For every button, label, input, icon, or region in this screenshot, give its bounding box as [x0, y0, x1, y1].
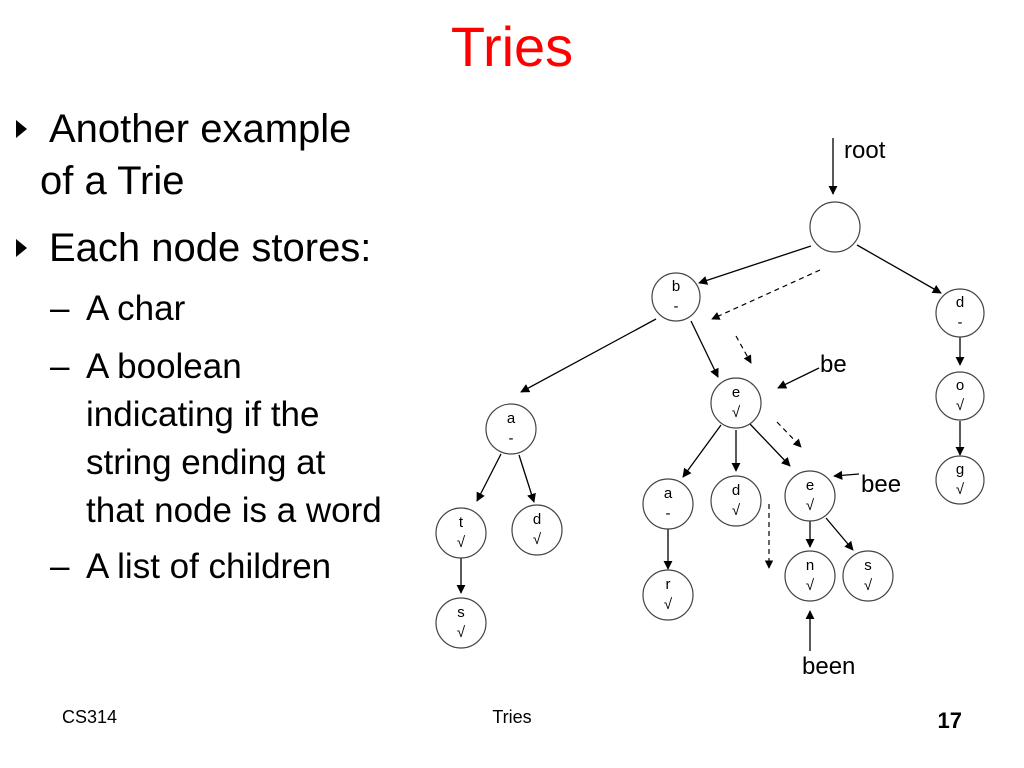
node-char: r [666, 576, 671, 593]
edge-root-d [856, 244, 942, 294]
edge-a-t [476, 453, 502, 502]
dashed-arrow-3 [776, 421, 802, 448]
dashed-arrow-2 [735, 335, 752, 364]
node-mark: √ [864, 577, 873, 594]
bullet-triangle-icon [16, 239, 27, 257]
node-char: d [533, 511, 541, 528]
node-char: s [457, 604, 465, 621]
node-g [935, 455, 985, 505]
node-r [642, 569, 694, 621]
node-mark: √ [732, 404, 741, 421]
node-mark: √ [956, 481, 965, 498]
node-char: d [732, 482, 740, 499]
node-mark: - [674, 298, 679, 315]
node-char: n [806, 557, 814, 574]
node-d-left [511, 504, 563, 556]
label-bee: bee [861, 471, 901, 498]
node-s-left [435, 597, 487, 649]
edge-a-d [518, 454, 536, 503]
node-mark: √ [732, 502, 741, 519]
edge-b-e [690, 320, 719, 378]
trie-node-text: b - d - o √ g √ e √ a - t √ d √ s √ a - … [457, 278, 965, 641]
node-s-right [842, 550, 894, 602]
node-mark: √ [806, 497, 815, 514]
node-char: t [459, 514, 464, 531]
sub-bullet-dash: – [50, 289, 70, 328]
dashed-arrow-1 [711, 269, 821, 320]
trie-diagram: b - d - o √ g √ e √ a - t √ d √ s √ a - … [435, 137, 985, 680]
node-mark: √ [806, 577, 815, 594]
node-mark: √ [457, 624, 466, 641]
footer-course: CS314 [62, 707, 118, 727]
node-e-mid [784, 470, 836, 522]
node-mark: √ [664, 596, 673, 613]
edge-e-e [749, 423, 791, 467]
node-e [710, 377, 762, 429]
node-char: d [956, 294, 964, 311]
node-mark: √ [533, 531, 542, 548]
node-a-left [485, 403, 537, 455]
sub-bullet-dash: – [50, 547, 70, 586]
node-char: b [672, 278, 680, 295]
sub-bullet-text: A char [86, 289, 186, 328]
node-b [651, 272, 701, 322]
node-char: e [806, 477, 814, 494]
node-a-mid [642, 478, 694, 530]
edge-e-a [682, 424, 722, 478]
sub-bullet-text: A list of children [86, 547, 332, 586]
edge-root-b [698, 245, 812, 285]
node-n [784, 550, 836, 602]
sub-bullet-text: A boolean [86, 347, 242, 386]
node-char: a [664, 485, 673, 502]
footer-topic: Tries [492, 707, 532, 727]
sub-bullet-text: string ending at [86, 443, 326, 482]
footer-page-number: 17 [937, 708, 962, 733]
node-mark: - [958, 314, 963, 331]
node-t [435, 507, 487, 559]
node-char: a [507, 410, 516, 427]
node-mark: √ [956, 397, 965, 414]
edge-e-s [825, 517, 854, 551]
node-char: g [956, 461, 964, 478]
arrow-bee [833, 470, 860, 480]
bullet-text-continued: of a Trie [40, 159, 185, 203]
node-char: e [732, 384, 740, 401]
node-mark: √ [457, 534, 466, 551]
slide-title: Tries [450, 15, 574, 78]
bullet-list: Another example of a Trie Each node stor… [0, 0, 440, 620]
arrow-be [777, 367, 820, 389]
edge-b-a [520, 318, 657, 393]
trie-dashed-arrows [711, 269, 821, 569]
node-d [935, 288, 985, 338]
node-o [935, 371, 985, 421]
label-root: root [844, 137, 886, 164]
trie-edges [456, 138, 965, 651]
label-be: be [820, 351, 847, 378]
sub-bullet-text: that node is a word [86, 491, 382, 530]
sub-bullet-text: indicating if the [86, 395, 320, 434]
sub-bullet-dash: – [50, 347, 70, 386]
bullet-triangle-icon [16, 120, 27, 138]
node-mark: - [509, 430, 514, 447]
trie-pointer-labels: root be bee been [802, 137, 901, 680]
trie-nodes [435, 201, 985, 649]
node-d-mid [710, 475, 762, 527]
node-mark: - [666, 505, 671, 522]
node-char: o [956, 377, 964, 394]
bullet-text: Each node stores: [49, 226, 372, 270]
node-char: s [864, 557, 872, 574]
node-root [809, 201, 861, 253]
bullet-text: Another example [49, 107, 352, 151]
label-been: been [802, 653, 855, 680]
